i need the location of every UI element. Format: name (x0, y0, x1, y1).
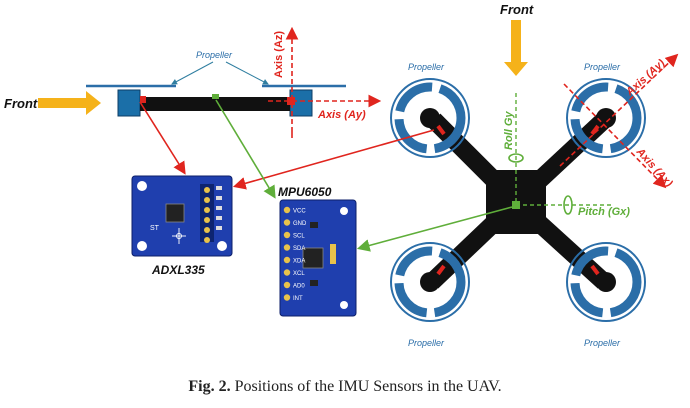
mpu-pin-label: INT (293, 296, 303, 302)
mpu-pin-label: XDA (293, 259, 305, 265)
propeller-ring-br (566, 242, 646, 322)
front-label-top: Front (500, 2, 534, 17)
axis-ay-line-top (559, 53, 679, 167)
mpu-pin-pad (283, 231, 291, 239)
propeller-pointer-left (171, 61, 214, 85)
figure-caption: Fig. 2. Positions of the IMU Sensors in … (0, 378, 690, 396)
axis-ay-label-top: Axis (Ay) (623, 57, 667, 99)
propeller-ring-tr (566, 78, 646, 158)
propeller-label-tl: Propeller (408, 62, 445, 72)
adxl335-board: ST (131, 175, 233, 257)
propeller-label-bl: Propeller (408, 338, 445, 348)
mpu-pin-pad (283, 281, 291, 289)
sensor-mark-adxl-side (140, 96, 146, 103)
mpu6050-board (279, 199, 357, 317)
pitch-label: Pitch (Gx) (578, 206, 630, 218)
mpu-pin-label: GND (293, 221, 307, 227)
mpu-pin-pad (283, 294, 291, 301)
caption-text: Positions of the IMU Sensors in the UAV. (230, 378, 502, 395)
mpu6050-label: MPU6050 (278, 185, 332, 199)
mpu-pin-pad (283, 206, 291, 214)
mpu-pin-label: SCL (293, 234, 305, 240)
axis-origin-side (287, 97, 295, 105)
roll-label: Roll Gy (503, 111, 515, 150)
front-arrow-side (38, 91, 101, 115)
mpu-pin-label: VCC (293, 209, 306, 215)
arm-side (140, 97, 290, 111)
mpu-pin-pad (283, 244, 291, 251)
mpu-pin-label: SDA (293, 246, 305, 252)
quad-top-view (425, 113, 611, 289)
propeller-ring-tl (390, 78, 470, 158)
adxl335-label: ADXL335 (151, 263, 205, 277)
caption-prefix: Fig. 2. (188, 378, 231, 395)
motor-left (117, 89, 141, 117)
mpu-pin-pad (283, 219, 291, 226)
front-label-side: Front (4, 96, 38, 111)
axis-ax-label-top: Axis (Ax) (633, 145, 675, 189)
axis-az-label: Axis (Az) (273, 31, 285, 78)
connector-mpu-top (356, 206, 513, 252)
sensor-mark-mpu-side (212, 94, 219, 99)
roll-rotation-icon (508, 153, 524, 163)
side-view: Front Propeller Axis (Az) Axis (Ay) (4, 26, 382, 138)
propeller-pointer-right (225, 61, 269, 85)
mpu-mark-top (512, 201, 520, 209)
connector-mpu-side (215, 99, 276, 199)
mpu-pin-pad (283, 256, 291, 264)
propeller-ring-bl (390, 242, 470, 322)
mpu-pin-label: XCL (293, 271, 305, 277)
connector-adxl-top (232, 129, 435, 190)
connector-adxl-side (139, 101, 186, 175)
axis-ay-label-side: Axis (Ay) (317, 109, 366, 121)
front-arrow-top (504, 20, 528, 76)
propeller-label-side: Propeller (196, 50, 233, 60)
propeller-label-tr: Propeller (584, 62, 621, 72)
propeller-label-br: Propeller (584, 338, 621, 348)
mpu-pin-pad (283, 269, 291, 276)
pitch-rotation-icon (563, 195, 573, 215)
adxl-pin-st: ST (150, 225, 160, 232)
mpu-pin-label: AD0 (293, 284, 305, 290)
